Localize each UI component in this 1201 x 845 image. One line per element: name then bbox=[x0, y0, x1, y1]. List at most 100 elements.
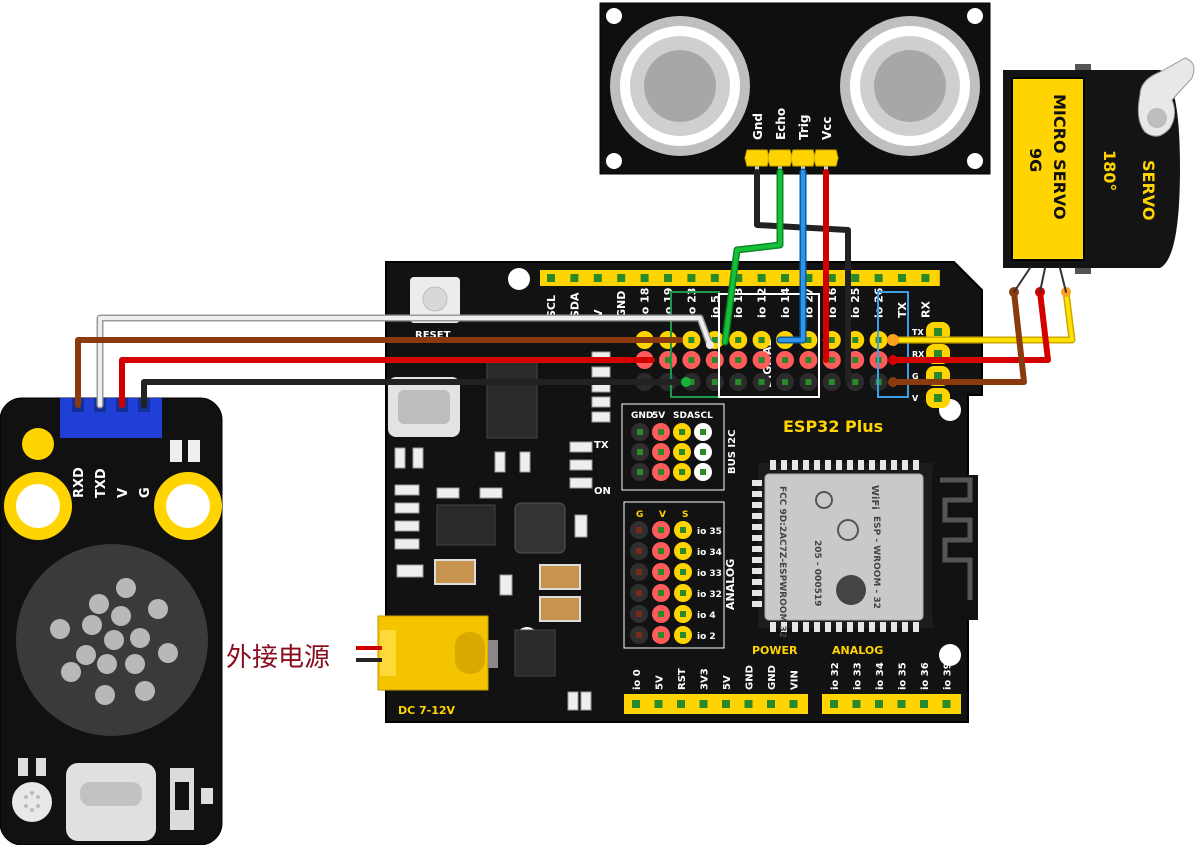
analog-header-label: V bbox=[659, 510, 666, 520]
top-header-pin[interactable] bbox=[827, 274, 836, 282]
top-header-pin[interactable] bbox=[898, 274, 906, 282]
top-header-pin[interactable] bbox=[570, 274, 579, 282]
on-led-label: ON bbox=[594, 486, 611, 497]
analog-bottom-pin[interactable] bbox=[942, 700, 951, 708]
board-name: ESP32 Plus bbox=[783, 417, 883, 436]
top-header-label: SDA bbox=[568, 292, 581, 318]
wire-txd-to-io19-brown bbox=[75, 337, 683, 408]
top-header-label: RX bbox=[919, 301, 932, 318]
power-pin-label: 5V bbox=[722, 675, 733, 690]
analog-pin-label: io 34 bbox=[697, 548, 722, 558]
top-header-pin[interactable] bbox=[640, 274, 649, 282]
ultrasonic-pin[interactable] bbox=[790, 149, 816, 167]
analog-pin-label: io 32 bbox=[697, 590, 722, 600]
power-pin[interactable] bbox=[632, 700, 640, 708]
top-header-label: TX bbox=[896, 301, 909, 318]
power-pin-label: GND bbox=[767, 665, 778, 690]
mp3-pin-label: G bbox=[138, 487, 153, 498]
ultrasonic-pin[interactable] bbox=[813, 149, 839, 167]
power-pin-label: 5V bbox=[655, 675, 666, 690]
analog-bottom-pin[interactable] bbox=[830, 700, 838, 708]
analog-section-label: ANALOG bbox=[832, 644, 883, 657]
top-header-pin[interactable] bbox=[664, 274, 672, 282]
top-header-pin[interactable] bbox=[734, 274, 743, 282]
analog-pin-label: io 35 bbox=[697, 527, 722, 537]
analog-bottom-pin-label: io 35 bbox=[898, 662, 909, 690]
analog-bottom-pin-label: io 33 bbox=[853, 662, 864, 690]
module-cert-text: 205 - 000519 bbox=[812, 540, 822, 606]
top-header-pin[interactable] bbox=[851, 274, 860, 282]
wire-g-black bbox=[141, 379, 689, 408]
io26-highlight bbox=[877, 291, 909, 398]
usb-chip bbox=[486, 361, 538, 439]
power-section-label: POWER bbox=[752, 644, 798, 657]
right-header-label: G bbox=[912, 372, 919, 381]
power-pin[interactable] bbox=[789, 700, 798, 708]
servo-angle: 180° bbox=[1100, 150, 1119, 191]
power-pin[interactable] bbox=[722, 700, 730, 708]
right-header-label: V bbox=[912, 394, 919, 403]
power-pin-label: VIN bbox=[790, 670, 801, 690]
top-header-pin[interactable] bbox=[804, 274, 813, 282]
top-header-label: SCL bbox=[545, 295, 558, 318]
power-pin[interactable] bbox=[677, 700, 685, 708]
analog-side-label: ANALOG bbox=[724, 559, 737, 610]
servo-brand: SERVO bbox=[1139, 160, 1158, 220]
external-power-label: 外接电源 bbox=[226, 643, 330, 673]
i2c-header-label: SDA bbox=[673, 411, 694, 421]
wire-v-red bbox=[119, 357, 655, 408]
power-pin[interactable] bbox=[654, 700, 663, 708]
top-header-pin[interactable] bbox=[921, 274, 930, 282]
analog-header-label: G bbox=[636, 510, 643, 520]
power-pin-label: RST bbox=[677, 668, 688, 690]
power-pin[interactable] bbox=[744, 700, 753, 708]
right-header-label: RX bbox=[912, 350, 925, 359]
servo-motor: MICRO SERVO 9G 180° SERVO bbox=[1003, 57, 1195, 274]
analog-header-label: S bbox=[682, 510, 688, 520]
analog-bottom-pin[interactable] bbox=[920, 700, 928, 708]
top-header-pin[interactable] bbox=[547, 274, 555, 282]
top-header-label: io 18 bbox=[639, 288, 652, 318]
top-header-pin[interactable] bbox=[710, 274, 719, 282]
top-header-label: io 23 bbox=[685, 288, 698, 318]
power-pin[interactable] bbox=[699, 700, 708, 708]
top-header-pin[interactable] bbox=[617, 274, 626, 282]
right-header-label: TX bbox=[912, 328, 924, 337]
analog-bottom-pin-label: io 39 bbox=[943, 662, 954, 690]
i2c-header-label: GND bbox=[631, 411, 653, 421]
ultrasonic-pin[interactable] bbox=[767, 149, 793, 167]
top-header-label: io 14 bbox=[779, 287, 792, 318]
analog-bottom-pin[interactable] bbox=[875, 700, 883, 708]
ultrasonic-pin-label: Vcc bbox=[820, 116, 834, 140]
power-pin-label: GND bbox=[745, 665, 756, 690]
top-header-label: io 26 bbox=[873, 287, 886, 318]
ultrasonic-pin[interactable] bbox=[744, 149, 770, 167]
top-header-pin[interactable] bbox=[874, 274, 883, 282]
top-header-label: io 16 bbox=[826, 287, 839, 318]
top-header-label: V bbox=[592, 309, 605, 318]
wire-servo-gnd-brown bbox=[890, 289, 1027, 385]
top-header-label: io 12 bbox=[756, 288, 769, 318]
dc-voltage-label: DC 7-12V bbox=[398, 704, 456, 717]
top-header-label: io 25 bbox=[849, 288, 862, 318]
top-header-pin[interactable] bbox=[687, 274, 696, 282]
power-pin[interactable] bbox=[767, 700, 775, 708]
top-header-pin[interactable] bbox=[781, 274, 789, 282]
top-header-pin[interactable] bbox=[593, 274, 602, 282]
analog-bottom-pin[interactable] bbox=[897, 700, 906, 708]
mp3-pin-label: RXD bbox=[72, 467, 87, 498]
analog-bottom-pin[interactable] bbox=[852, 700, 861, 708]
digital-highlight bbox=[718, 293, 820, 398]
external-power-indicator: 外接电源 bbox=[226, 643, 382, 673]
mp3-pin-label: V bbox=[116, 488, 131, 498]
wires bbox=[75, 168, 1076, 409]
dc-power-jack bbox=[377, 615, 498, 691]
module-logo-icon bbox=[836, 575, 866, 605]
top-header-pin[interactable] bbox=[757, 274, 766, 282]
ultrasonic-transducer-left bbox=[610, 16, 750, 156]
analog-pin-label: io 33 bbox=[697, 569, 722, 579]
